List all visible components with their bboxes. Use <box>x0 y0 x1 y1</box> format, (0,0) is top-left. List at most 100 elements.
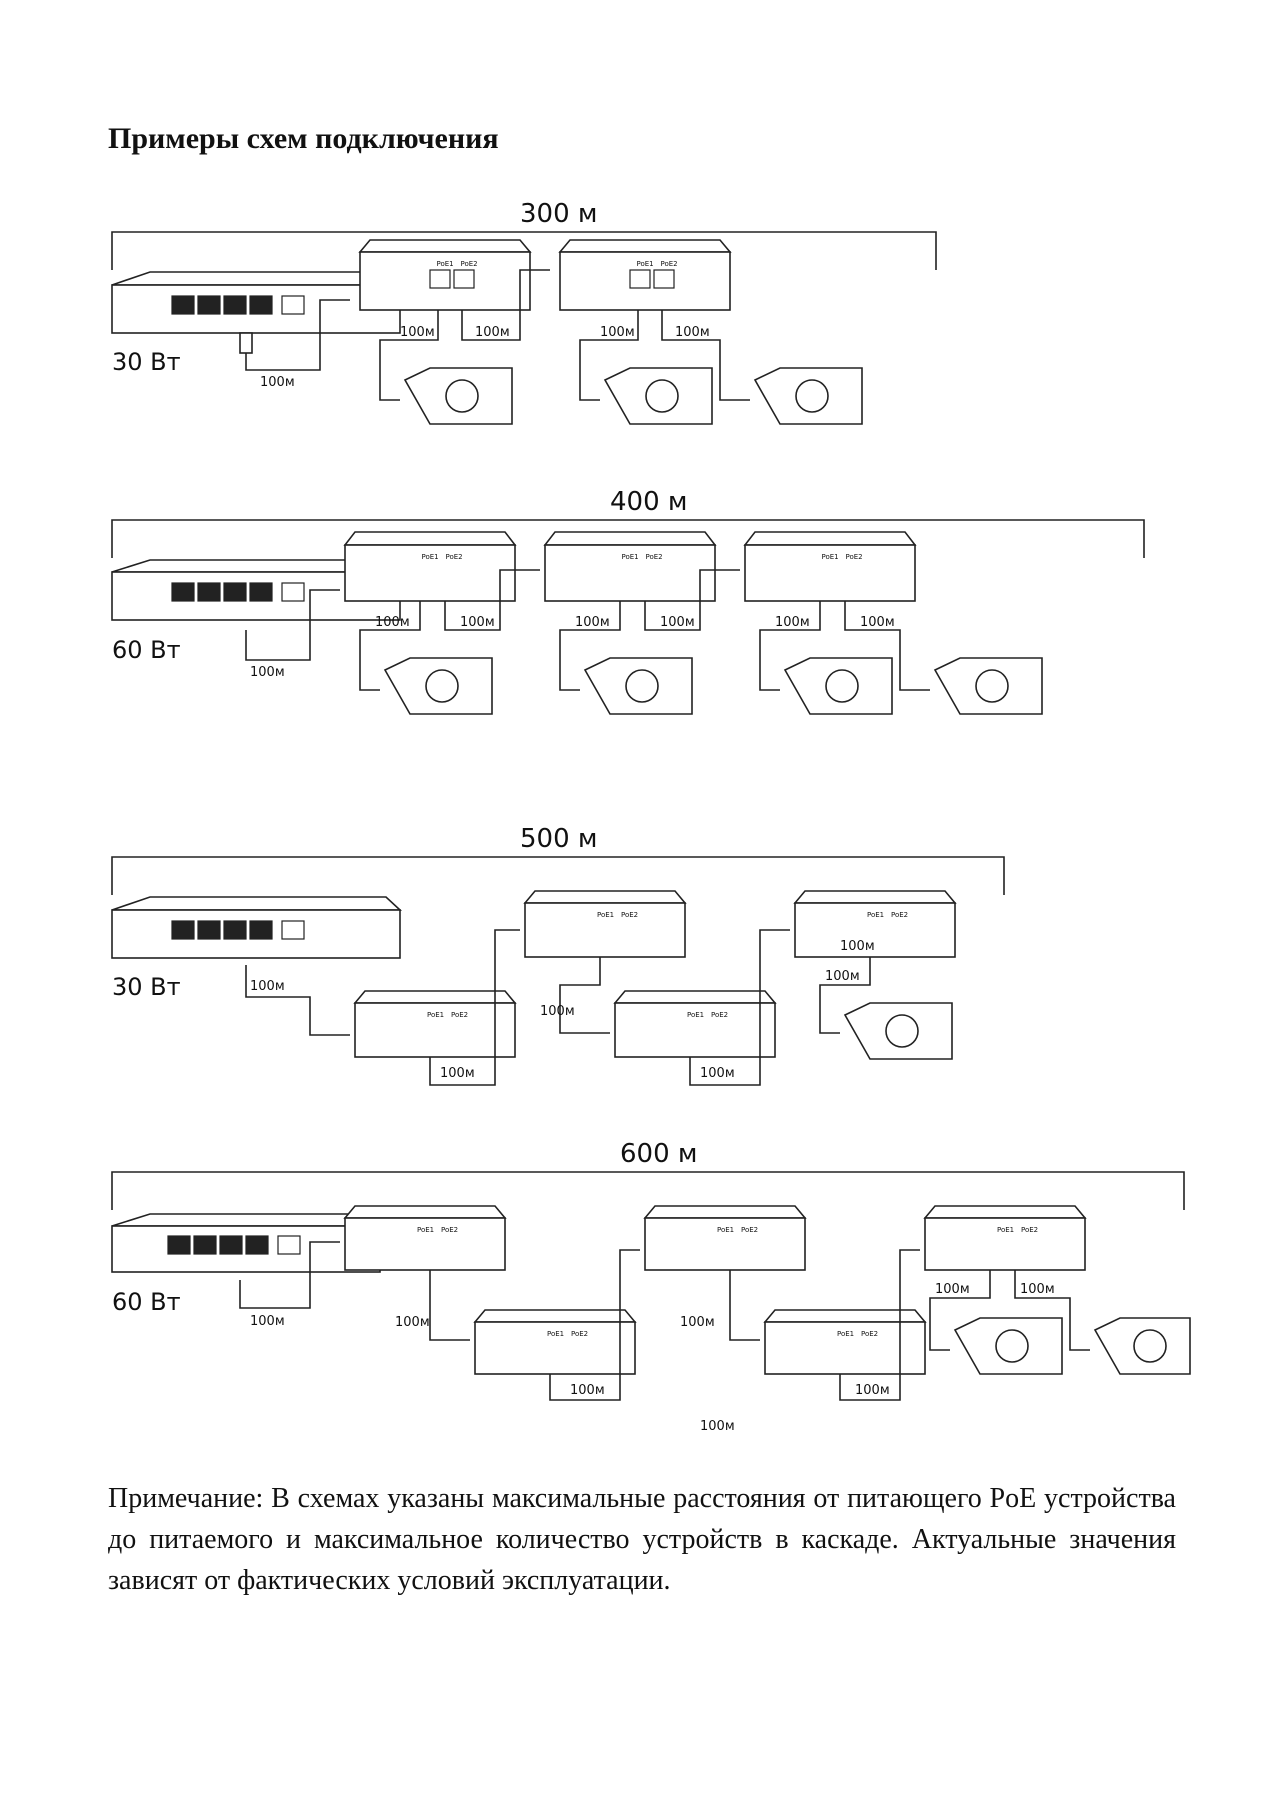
cable-label: 100м <box>395 1315 430 1330</box>
span-bracket <box>111 1171 1185 1210</box>
cable <box>359 601 421 691</box>
extender-port-label: PoE1 <box>597 911 614 919</box>
cable <box>759 601 821 691</box>
cable <box>245 965 350 1036</box>
span-label: 300 м <box>520 199 598 229</box>
extender-port-label: PoE1 <box>547 1330 564 1338</box>
extender-port-label: PoE2 <box>711 1011 728 1019</box>
cable-label: 100м <box>250 665 285 680</box>
extender-port-label: PoE1 <box>717 1226 734 1234</box>
cable <box>579 310 639 401</box>
cable <box>559 957 610 1034</box>
power-label: 30 Вт <box>112 973 181 1001</box>
extender-port-label: PoE2 <box>646 553 663 561</box>
cable <box>839 1249 920 1401</box>
cable-label: 100м <box>840 939 875 954</box>
cable-label: 100м <box>700 1066 735 1081</box>
cable-label: 100м <box>440 1066 475 1081</box>
cable <box>461 269 550 341</box>
cable-label: 100м <box>700 1419 735 1434</box>
span-label: 500 м <box>520 824 598 854</box>
poe-switch <box>111 271 403 334</box>
cable <box>644 569 740 631</box>
cable-label: 100м <box>570 1383 605 1398</box>
extender-port-label: PoE2 <box>441 1226 458 1234</box>
page-title: Примеры схем подключения <box>108 122 499 155</box>
cable-label: 100м <box>375 615 410 630</box>
poe-extender: PoE1 PoE2 <box>613 990 777 1058</box>
extender-port-label: PoE1 <box>427 1011 444 1019</box>
span-label: 400 м <box>610 487 688 517</box>
extender-port-label: PoE2 <box>461 260 478 268</box>
cable-label: 100м <box>860 615 895 630</box>
extender-port-label: PoE1 <box>687 1011 704 1019</box>
extender-port-label: PoE1 <box>822 553 839 561</box>
poe-switch <box>111 896 403 959</box>
cable <box>729 1270 760 1341</box>
cable-label: 100м <box>935 1282 970 1297</box>
extender-port-label: PoE2 <box>661 260 678 268</box>
cable <box>429 1270 470 1341</box>
extender-port-label: PoE1 <box>622 553 639 561</box>
extender-port-label: PoE2 <box>446 553 463 561</box>
span-bracket <box>111 231 937 270</box>
extender-port-label: PoE1 <box>867 911 884 919</box>
power-label: 30 Вт <box>112 348 181 376</box>
poe-extender: PoE1 PoE2 <box>763 1309 927 1375</box>
cable-label: 100м <box>1020 1282 1055 1297</box>
cable <box>239 1241 340 1309</box>
ip-camera <box>953 1317 1063 1375</box>
poe-extender: PoE1 PoE2 <box>353 990 517 1058</box>
extender-port-label: PoE2 <box>861 1330 878 1338</box>
cable <box>549 1249 640 1401</box>
ip-camera <box>933 657 1043 715</box>
extender-port-label: PoE2 <box>451 1011 468 1019</box>
cable <box>844 601 930 691</box>
cable-label: 100м <box>575 615 610 630</box>
span-bracket <box>111 856 1005 895</box>
extender-port-label: PoE1 <box>637 260 654 268</box>
span-label: 600 м <box>620 1139 698 1169</box>
extender-port-label: PoE1 <box>437 260 454 268</box>
cable-label: 100м <box>400 325 435 340</box>
cable <box>661 310 750 401</box>
extender-port-label: PoE2 <box>621 911 638 919</box>
extender-port-label: PoE1 <box>417 1226 434 1234</box>
cable <box>559 601 621 691</box>
cable <box>819 957 871 1034</box>
cable-label: 100м <box>540 1004 575 1019</box>
cable-label: 100м <box>460 615 495 630</box>
cable <box>444 569 540 631</box>
cable-label: 100м <box>675 325 710 340</box>
extender-port-label: PoE1 <box>997 1226 1014 1234</box>
poe-extender: PoE1 PoE2 <box>358 239 532 311</box>
cable-label: 100м <box>680 1315 715 1330</box>
cable-label: 100м <box>250 1314 285 1329</box>
ip-camera <box>383 657 493 715</box>
poe-extender: PoE1 PoE2 <box>343 1205 507 1271</box>
note-paragraph: Примечание: В схемах указаны максимальны… <box>108 1483 1176 1597</box>
poe-extender: PoE1 PoE2 <box>543 531 717 602</box>
extender-port-label: PoE2 <box>846 553 863 561</box>
ip-camera <box>1093 1317 1191 1375</box>
cable-label: 100м <box>825 969 860 984</box>
poe-extender: PoE1 PoE2 <box>743 531 917 602</box>
extender-port-label: PoE2 <box>741 1226 758 1234</box>
cable <box>929 1270 991 1351</box>
extender-port-label: PoE1 <box>837 1330 854 1338</box>
cable <box>429 929 520 1086</box>
span-bracket <box>111 519 1145 558</box>
power-label: 60 Вт <box>112 1288 181 1316</box>
ip-camera <box>843 1002 953 1060</box>
ip-camera <box>753 367 863 425</box>
ip-camera <box>603 367 713 425</box>
